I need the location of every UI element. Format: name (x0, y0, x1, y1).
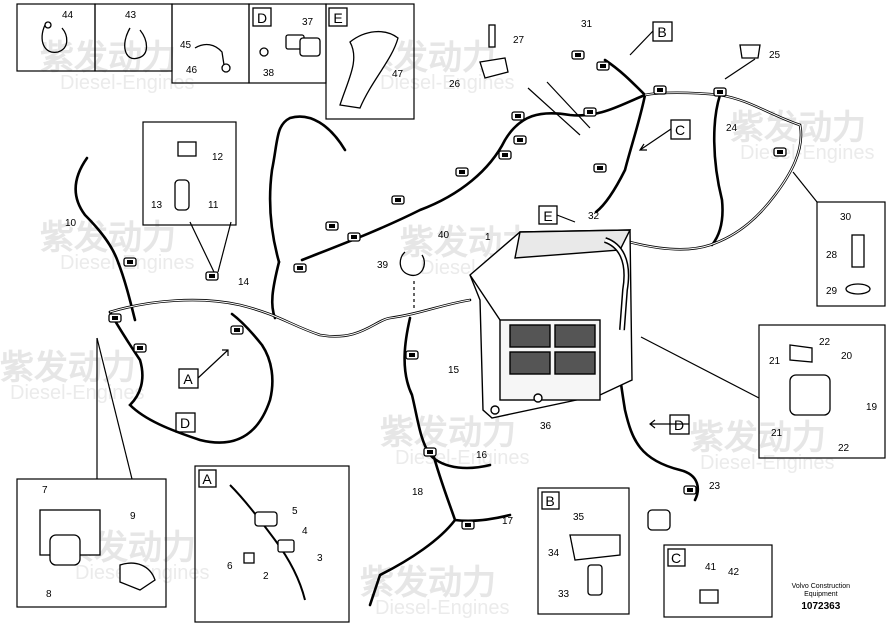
callout-25: 25 (769, 50, 781, 61)
detail-letter-D: D (180, 415, 190, 431)
callout-23: 23 (709, 481, 721, 492)
detail-letter-A: A (183, 371, 193, 387)
detail-letter-B: B (657, 24, 666, 40)
callout-45: 45 (180, 40, 192, 51)
callout-32: 32 (588, 211, 600, 222)
detail-frame-E (325, 3, 415, 120)
callout-24: 24 (726, 123, 738, 134)
callout-6: 6 (227, 561, 233, 572)
callout-31: 31 (581, 19, 593, 30)
callout-1: 1 (485, 232, 491, 243)
callout-17: 17 (502, 516, 514, 527)
callout-33: 33 (558, 589, 570, 600)
callout-22: 22 (819, 337, 831, 348)
leader-lines (96, 58, 818, 480)
detail-letter-E: E (333, 10, 342, 26)
callout-21: 21 (771, 428, 783, 439)
callout-34: 34 (548, 548, 560, 559)
callout-46: 46 (186, 65, 198, 76)
callout-47: 47 (392, 69, 404, 80)
callout-14: 14 (238, 277, 250, 288)
callout-3: 3 (317, 553, 323, 564)
part-icons (39, 21, 871, 604)
callout-7: 7 (42, 485, 48, 496)
ecu-unit (469, 229, 633, 419)
detail-letter-A: A (202, 471, 212, 487)
detail-arrows (197, 30, 689, 429)
callout-10: 10 (65, 218, 77, 229)
callout-21: 21 (769, 356, 781, 367)
callout-38: 38 (263, 68, 275, 79)
callout-29: 29 (826, 286, 838, 297)
callout-12: 12 (212, 152, 224, 163)
callout-11: 11 (208, 200, 219, 211)
footer-brand: Volvo Construction Equipment 1072363 (792, 583, 850, 612)
callout-35: 35 (573, 512, 585, 523)
callout-37: 37 (302, 17, 314, 28)
callout-36: 36 (540, 421, 552, 432)
detail-frame-C (663, 544, 773, 618)
callout-26: 26 (449, 79, 461, 90)
callout-41: 41 (705, 562, 717, 573)
detail-letter-D: D (674, 417, 684, 433)
detail-frame-11-13 (142, 121, 237, 226)
detail-letter-D: D (257, 10, 267, 26)
callout-2: 2 (263, 571, 269, 582)
callout-22: 22 (838, 443, 850, 454)
detail-frame-B (537, 487, 630, 615)
callout-5: 5 (292, 506, 298, 517)
callout-4: 4 (302, 526, 308, 537)
callout-18: 18 (412, 487, 424, 498)
brand-line-1: Volvo Construction (791, 583, 850, 590)
detail-frames (16, 3, 886, 623)
detail-frame-19-22 (758, 324, 886, 459)
callout-28: 28 (826, 250, 838, 261)
callout-40: 40 (438, 230, 450, 241)
callout-42: 42 (728, 567, 740, 578)
brand-line-2: Equipment (804, 591, 838, 598)
callout-30: 30 (840, 212, 852, 223)
callout-39: 39 (377, 260, 389, 271)
callout-27: 27 (513, 35, 525, 46)
detail-frame-28-30 (816, 201, 886, 307)
callout-9: 9 (130, 511, 136, 522)
detail-frame-7-9 (16, 478, 167, 608)
callout-20: 20 (841, 351, 853, 362)
detail-letter-C: C (675, 122, 685, 138)
detail-frame-A (194, 465, 350, 623)
callout-8: 8 (46, 589, 52, 600)
detail-frame-44 (16, 3, 96, 72)
callout-19: 19 (866, 402, 878, 413)
drawing-number: 1072363 (801, 601, 841, 612)
detail-letters: D E B C E A D D A B C (180, 10, 685, 566)
detail-letter-E: E (543, 208, 552, 224)
callout-44: 44 (62, 10, 74, 21)
callout-15: 15 (448, 365, 460, 376)
detail-letter-C: C (671, 550, 681, 566)
detail-letter-B: B (545, 493, 554, 509)
callout-43: 43 (125, 10, 137, 21)
callout-16: 16 (476, 450, 488, 461)
callout-13: 13 (151, 200, 163, 211)
callout-labels: 44 43 45 46 37 38 47 31 27 26 25 24 12 1… (42, 10, 878, 600)
